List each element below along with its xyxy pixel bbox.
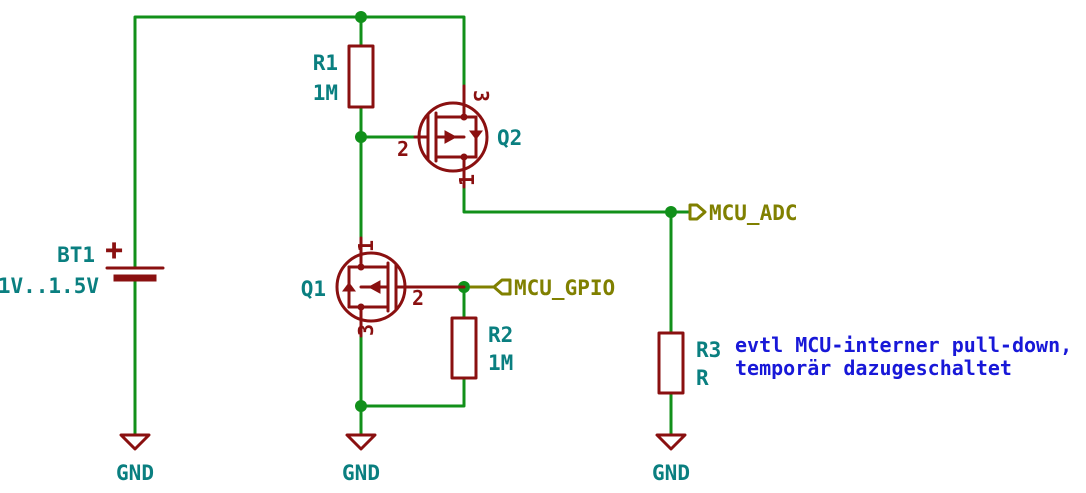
bt1-value: 1V..1.5V (0, 274, 99, 298)
r3-ref: R3 (696, 338, 721, 362)
wire-q2-drain-adc (462, 185, 690, 214)
mcu-adc-port-icon (688, 203, 707, 221)
r1-body (347, 44, 375, 109)
q1-pin3: 3 (354, 324, 378, 336)
r1-value: 1M (313, 81, 338, 105)
mosfet-q2: Q2 2 3 1 (397, 84, 522, 189)
net-label-mcu-adc: MCU_ADC (688, 201, 798, 225)
q2-arrow (444, 130, 458, 144)
battery-plus-sign: + (104, 236, 124, 264)
q2-ref: Q2 (497, 126, 522, 150)
q2-drain-path (434, 84, 466, 119)
q1-pin2: 2 (412, 286, 424, 310)
q2-pin1: 1 (455, 174, 479, 186)
gnd3-label: GND (652, 461, 690, 485)
note-line-2: temporär dazugeschaltet (735, 356, 1012, 380)
r2-body (450, 316, 478, 380)
mcu-gpio-port-icon (492, 278, 512, 296)
resistor-r1: R1 1M (313, 44, 375, 109)
junction-adc (665, 206, 677, 218)
wire-r2-gnd (359, 376, 466, 408)
q2-pin3: 3 (469, 90, 493, 102)
r2-value: 1M (488, 351, 513, 375)
mcu-adc-label: MCU_ADC (709, 201, 798, 225)
q1-source-dot (357, 303, 365, 311)
resistor-r3: R3 R (657, 331, 721, 395)
r2-ref: R2 (488, 323, 513, 347)
gnd-symbol-1: GND (116, 433, 154, 485)
gnd1-label: GND (116, 461, 154, 485)
gnd-symbol-3: GND (652, 433, 690, 485)
q1-diode-triangle (342, 282, 356, 292)
q2-diode-triangle (469, 130, 483, 140)
ground-icon (119, 433, 151, 451)
q1-pin1: 1 (354, 240, 378, 252)
net-label-mcu-gpio: MCU_GPIO (470, 276, 615, 300)
q2-pin2: 2 (397, 137, 409, 161)
ground-icon (655, 433, 687, 451)
wires (133, 15, 690, 437)
r3-value: R (696, 366, 709, 390)
battery-bt1: + BT1 1V..1.5V (0, 236, 165, 298)
wire-top-rail (133, 15, 466, 270)
junction-top (355, 11, 367, 23)
junction-gnd (355, 400, 367, 412)
junction-r1-q2gate (355, 131, 367, 143)
battery-plate-negative (113, 274, 157, 282)
q1-arrow (367, 280, 381, 294)
mcu-gpio-label: MCU_GPIO (514, 276, 615, 300)
ground-icon (345, 433, 377, 451)
note-line-1: evtl MCU-interner pull-down, (735, 333, 1072, 357)
r1-ref: R1 (313, 51, 338, 75)
mosfet-q1: Q1 2 1 3 (301, 236, 466, 338)
q1-ref: Q1 (301, 277, 326, 301)
gnd-symbol-2: GND (342, 433, 380, 485)
q2-drain-dot (460, 113, 468, 121)
bt1-ref: BT1 (57, 243, 95, 267)
q1-drain-dot (357, 263, 365, 271)
gnd2-label: GND (342, 461, 380, 485)
r3-body (657, 331, 685, 395)
q2-source-dot (460, 153, 468, 161)
annotation-note: evtl MCU-interner pull-down, temporär da… (735, 333, 1072, 380)
resistor-r2: R2 1M (450, 316, 513, 380)
